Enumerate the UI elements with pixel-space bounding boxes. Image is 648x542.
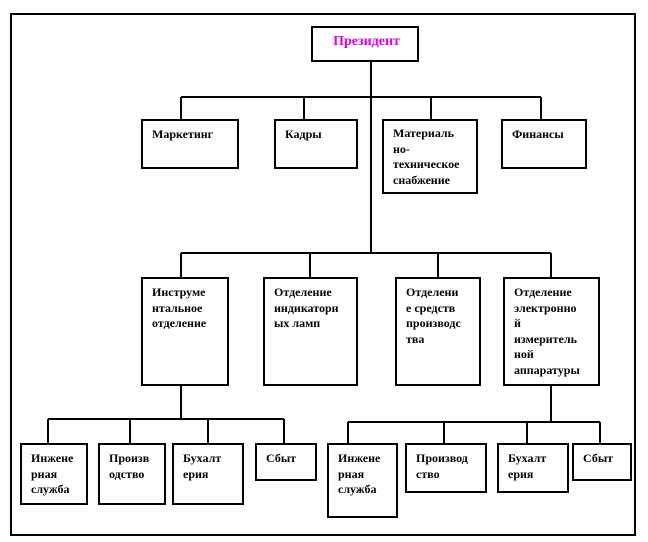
division-electronic-box: Отделение электронно й измеритель ной ап… [503,277,600,386]
unit-accounting-right-box: Бухалт ерия [497,443,569,493]
division-instrument-box: Инструме нтальное отделение [141,277,229,386]
unit-sales-right-box: Сбыт [572,443,632,481]
unit-sales-left-box: Сбыт [255,443,317,481]
division-indicator-box: Отделение индикаторн ых ламп [263,277,358,386]
unit-production-right-box: Производ ство [405,443,487,493]
diagram-frame [10,13,636,536]
unit-engineering-left-box: Инжене рная служба [20,443,88,505]
unit-production-left-box: Произв одство [98,443,166,505]
unit-engineering-right-box: Инжене рная служба [327,443,398,518]
department-finance-box: Финансы [501,119,587,169]
department-supply-box: Материаль но- техническое снабжение [382,119,478,194]
president-box: Президент [311,26,419,62]
department-hr-box: Кадры [274,119,358,169]
department-marketing-box: Маркетинг [141,119,239,169]
division-production-box: Отделени е средств производс тва [395,277,481,386]
unit-accounting-left-box: Бухалт ерия [172,443,244,505]
